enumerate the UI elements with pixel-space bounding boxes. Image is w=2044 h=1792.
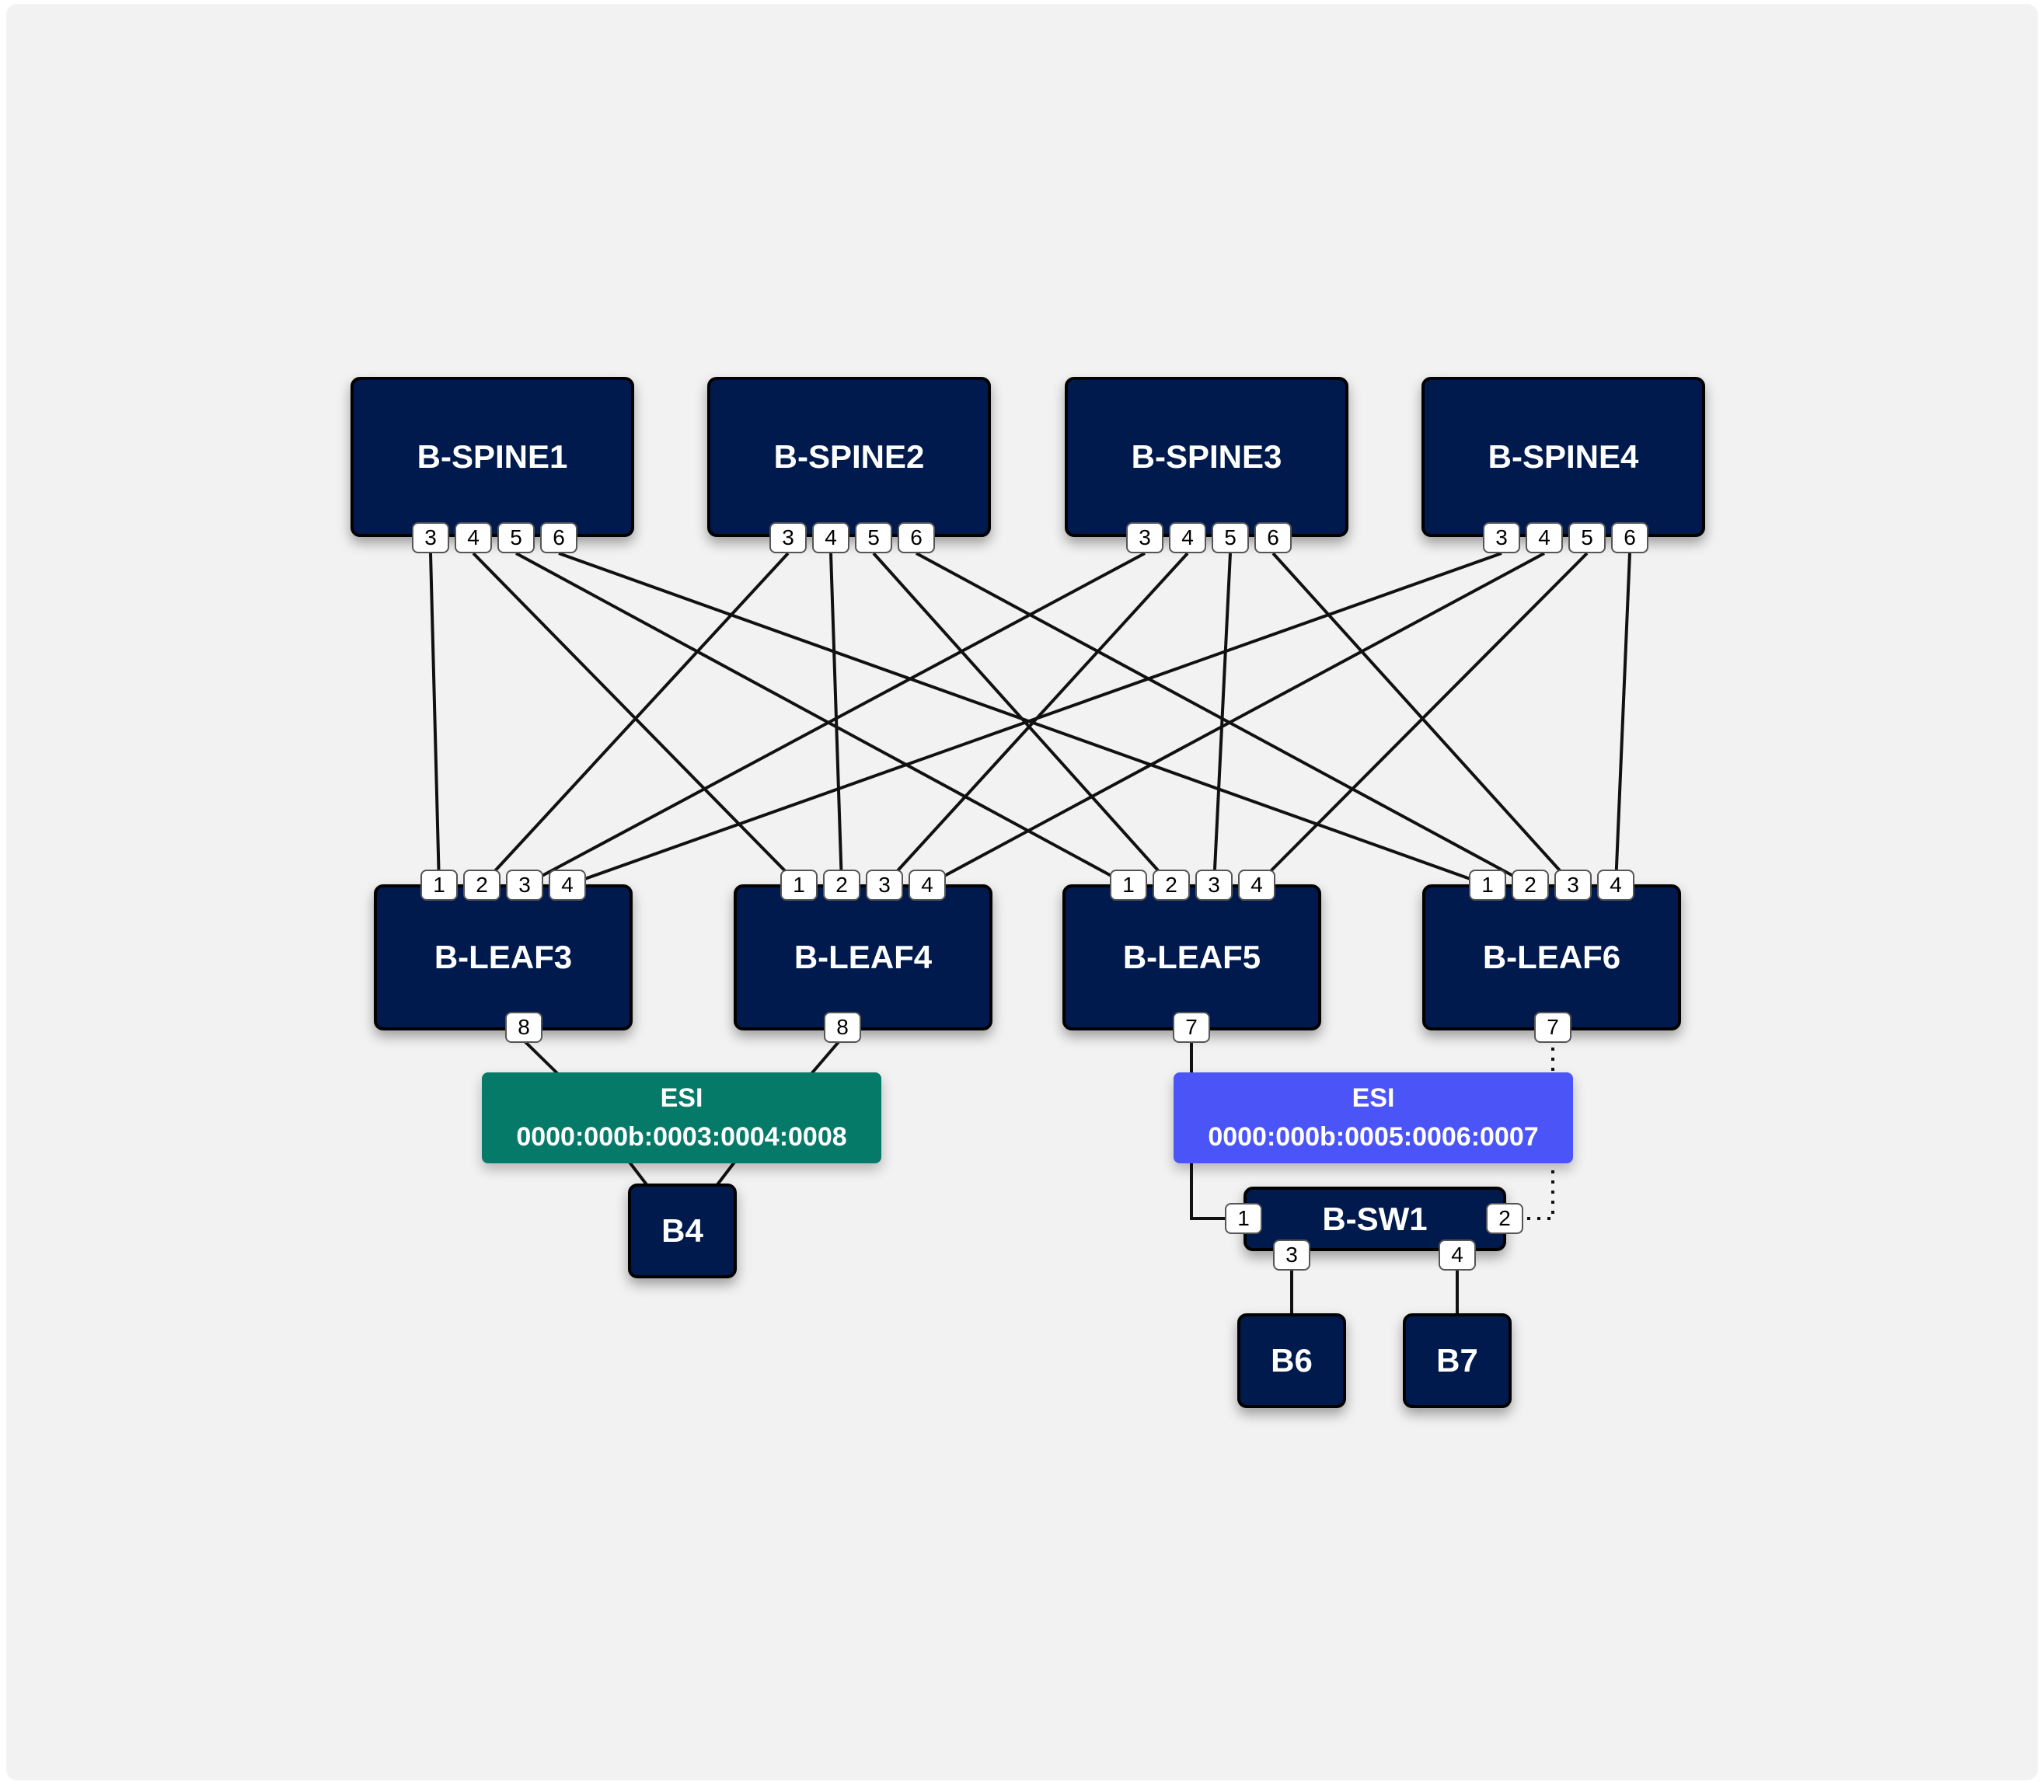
port-badge: 6 [1254,522,1292,553]
spine-label: B-SPINE2 [773,438,925,475]
esi-title: ESI [660,1083,703,1114]
link-layer [429,552,1631,1317]
link-spine3-leaf3 [524,552,1146,887]
leaf-node-b-leaf5[interactable]: B-LEAF5 [1062,884,1321,1030]
link-esi-bsw1-port2-dotted [1523,1160,1554,1220]
leaf-node-b-leaf4[interactable]: B-LEAF4 [734,884,992,1030]
host-label: B7 [1436,1342,1478,1379]
port-badge: 5 [1568,522,1606,553]
link-spine4-leaf3 [567,552,1502,887]
port-badge: 3 [866,870,903,901]
port-badge: 1 [1225,1203,1262,1234]
fabric-links [429,552,1631,887]
port-badge: 1 [780,870,818,901]
spine-label: B-SPINE3 [1131,438,1282,475]
link-spine2-leaf5 [872,552,1173,887]
port-badge: 1 [1110,870,1147,901]
port-badge: 7 [1173,1012,1210,1043]
access-links [519,1036,1554,1317]
spine-node-b-spine1[interactable]: B-SPINE1 [351,377,634,537]
link-spine4-leaf4 [926,552,1545,887]
port-badge: 5 [497,522,535,553]
link-spine2-leaf3 [480,552,790,887]
port-badge: 5 [1212,522,1249,553]
spine-node-b-spine3[interactable]: B-SPINE3 [1065,377,1348,537]
spine-label: B-SPINE4 [1488,438,1639,475]
host-node-b7[interactable]: B7 [1403,1313,1512,1408]
link-esi-b4-right [714,1159,738,1188]
port-badge: 5 [855,522,892,553]
link-leaf3-esi [519,1036,561,1077]
port-badge: 3 [1273,1239,1310,1271]
link-spine4-leaf5 [1255,552,1589,887]
esi-title: ESI [1352,1083,1395,1114]
port-badge: 3 [1554,870,1592,901]
port-badge: 7 [1534,1012,1571,1043]
link-leaf4-esi [808,1036,844,1077]
leaf-label: B-LEAF4 [794,939,933,975]
esi-value: 0000:000b:0005:0006:0007 [1208,1121,1539,1152]
esi-value: 0000:000b:0003:0004:0008 [516,1121,847,1152]
port-badge: 3 [1126,522,1163,553]
port-badge: 8 [505,1012,542,1043]
port-badge: 2 [1153,870,1190,901]
port-badge: 4 [1169,522,1206,553]
port-badge: 1 [420,870,458,901]
leaf-label: B-LEAF6 [1482,939,1621,975]
port-badge: 3 [412,522,449,553]
port-badge: 3 [506,870,543,901]
port-badge: 4 [1238,870,1275,901]
esi-group-leaf3-leaf4[interactable]: ESI 0000:000b:0003:0004:0008 [482,1072,881,1163]
leaf-node-b-leaf3[interactable]: B-LEAF3 [374,884,633,1030]
port-badge: 2 [823,870,860,901]
spine-node-b-spine4[interactable]: B-SPINE4 [1421,377,1705,537]
leaf-node-b-leaf6[interactable]: B-LEAF6 [1422,884,1681,1030]
link-esi-bsw1-port1 [1190,1160,1225,1220]
host-node-b6[interactable]: B6 [1237,1313,1346,1408]
port-badge: 4 [455,522,492,553]
diagram-canvas: B-SPINE1 B-SPINE2 B-SPINE3 B-SPINE4 3 4 … [6,4,2038,1780]
port-badge: 3 [769,522,807,553]
link-spine4-leaf6 [1614,553,1631,886]
port-badge: 4 [909,870,946,901]
port-badge: 3 [1195,870,1233,901]
port-badge: 4 [1597,870,1634,901]
host-node-b4[interactable]: B4 [628,1184,737,1278]
spine-label: B-SPINE1 [417,438,568,475]
port-badge: 1 [1469,870,1506,901]
link-spine1-leaf3 [429,553,441,886]
port-badge: 2 [463,870,501,901]
spine-node-b-spine2[interactable]: B-SPINE2 [707,377,991,537]
port-badge: 2 [1512,870,1549,901]
port-badge: 4 [812,522,849,553]
leaf-label: B-LEAF5 [1122,939,1261,975]
port-badge: 6 [898,522,935,553]
port-badge: 3 [1483,522,1520,553]
port-badge: 2 [1486,1203,1523,1234]
host-label: B4 [661,1212,703,1249]
link-esi-b4-left [626,1159,650,1188]
port-badge: 6 [540,522,577,553]
port-badge: 6 [1611,522,1648,553]
port-badge: 8 [824,1012,861,1043]
link-spine3-leaf5 [1212,553,1232,886]
port-badge: 4 [549,870,586,901]
esi-group-leaf5-leaf6[interactable]: ESI 0000:000b:0005:0006:0007 [1174,1072,1573,1163]
leaf-label: B-LEAF3 [434,939,573,975]
port-badge: 4 [1526,522,1563,553]
port-badge: 4 [1439,1239,1476,1271]
link-spine1-leaf5 [515,552,1129,887]
switch-label: B-SW1 [1322,1200,1428,1237]
host-label: B6 [1271,1342,1313,1379]
